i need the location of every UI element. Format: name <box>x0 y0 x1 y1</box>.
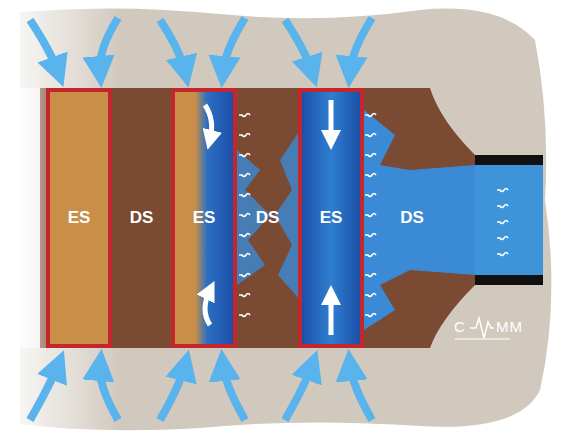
flow-squiggle <box>497 253 508 256</box>
zone-label: DS <box>400 208 424 228</box>
ds-zone: DS <box>110 90 173 346</box>
flow-squiggle <box>365 194 376 197</box>
flow-squiggle <box>497 205 508 208</box>
flow-squiggle <box>365 114 376 117</box>
es-zone: ES <box>173 90 235 346</box>
flow-squiggle <box>239 154 250 157</box>
flow-squiggle <box>239 294 250 297</box>
flow-squiggle <box>239 114 250 117</box>
flow-squiggle <box>365 254 376 257</box>
flow-squiggle <box>239 254 250 257</box>
flow-squiggle <box>365 274 376 277</box>
flow-squiggle <box>365 134 376 137</box>
flow-squiggle <box>497 221 508 224</box>
flow-squiggle <box>365 314 376 317</box>
logo-text: MM <box>496 318 523 335</box>
zone-label: DS <box>256 208 280 228</box>
flow-squiggle <box>365 234 376 237</box>
flow-squiggle <box>365 154 376 157</box>
flow-squiggle <box>497 237 508 240</box>
ds-zone: DS <box>362 90 462 346</box>
flow-squiggle <box>365 294 376 297</box>
flow-squiggle <box>239 234 250 237</box>
zone-label: ES <box>68 208 91 228</box>
flow-squiggle <box>239 134 250 137</box>
flow-squiggle <box>239 194 250 197</box>
flow-squiggle <box>497 189 508 192</box>
flow-squiggle <box>239 274 250 277</box>
flow-squiggle <box>239 214 250 217</box>
flow-squiggle <box>365 174 376 177</box>
zone-label: DS <box>130 208 154 228</box>
flow-squiggle <box>239 174 250 177</box>
es-zone: ES <box>300 90 362 346</box>
ds-zone: DS <box>235 90 300 346</box>
logo-text: C <box>454 318 466 335</box>
zone-label: ES <box>193 208 216 228</box>
flow-squiggle <box>239 314 250 317</box>
zone-label: ES <box>320 208 343 228</box>
es-zone: ES <box>48 90 110 346</box>
flow-squiggle <box>365 214 376 217</box>
